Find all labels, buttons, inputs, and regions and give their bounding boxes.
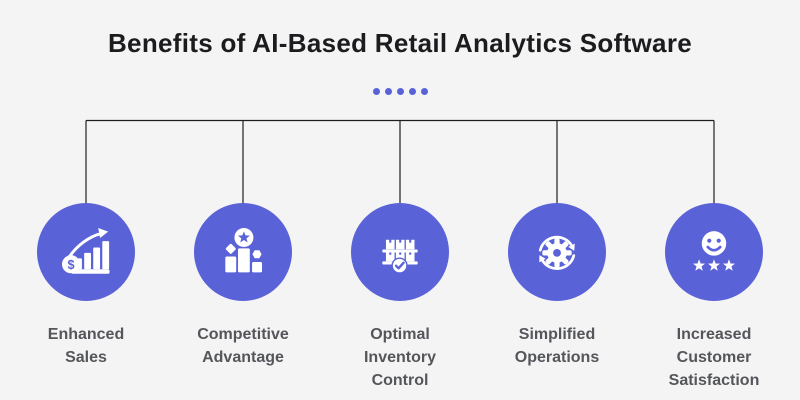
- dot: [408, 88, 416, 95]
- benefit-label: Increased Customer Satisfaction: [668, 326, 760, 390]
- benefit-circle: [665, 203, 763, 301]
- dot: [396, 88, 404, 95]
- dot: [372, 88, 380, 95]
- gear-sync-arrows-icon: [538, 235, 576, 270]
- sales-growth-chart-icon: $: [61, 227, 110, 274]
- svg-text:$: $: [68, 258, 75, 272]
- benefit-circle: [194, 203, 292, 301]
- page-title: Benefits of AI-Based Retail Analytics So…: [107, 28, 692, 58]
- benefit-column-optimal-inventory-control: Optimal Inventory Control: [330, 203, 470, 393]
- benefit-column-competitive-advantage: Competitive Advantage: [173, 203, 313, 393]
- benefit-column-simplified-operations: Simplified Operations: [487, 203, 627, 393]
- benefit-circle: [508, 203, 606, 301]
- podium-star-icon: [225, 227, 263, 273]
- smiley-face-stars-icon: [693, 231, 735, 271]
- dot: [420, 88, 428, 95]
- benefit-column-increased-customer-satisfaction: Increased Customer Satisfaction: [644, 203, 784, 393]
- benefit-circle: [351, 203, 449, 301]
- benefits-row: $ Enhanced Sales Competitive Advantage: [0, 203, 800, 393]
- benefit-column-enhanced-sales: $ Enhanced Sales: [16, 203, 156, 393]
- benefit-label: Enhanced Sales: [47, 326, 125, 367]
- benefit-label: Simplified Operations: [514, 326, 600, 367]
- inventory-shelves-check-icon: [382, 239, 418, 274]
- benefit-circle: $: [37, 203, 135, 301]
- benefit-label: Optimal Inventory Control: [363, 326, 436, 390]
- dot: [384, 88, 392, 95]
- benefit-label: Competitive Advantage: [197, 326, 289, 367]
- title-dots: [0, 88, 800, 95]
